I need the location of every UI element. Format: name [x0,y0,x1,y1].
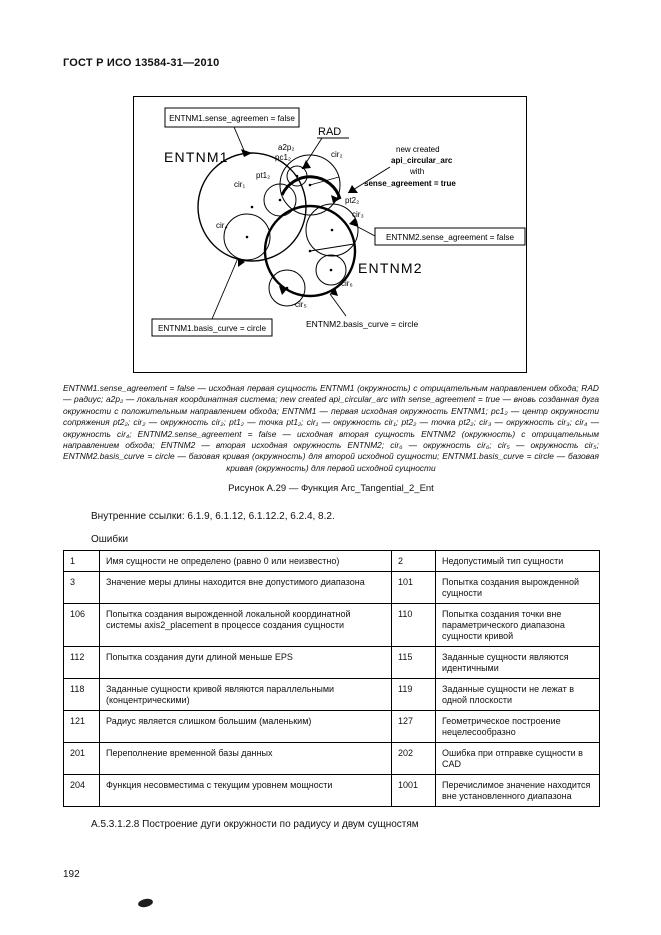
circle-entnm2 [263,204,357,298]
table-row: 1 Имя сущности не определено (равно 0 ил… [63,550,600,573]
error-code: 101 [391,571,436,605]
circle-cir2 [279,154,341,216]
error-code: 118 [63,678,100,712]
error-code: 2 [391,550,436,573]
label-box-entnm1-basis [151,318,273,337]
table-row: 121 Радиус является слишком большим (мал… [63,710,600,744]
arrowheads [238,149,358,296]
internal-references: Внутренние ссылки: 6.1.9, 6.1.12, 6.1.12… [91,511,335,523]
circle-cir4 [223,213,271,261]
error-description: Ошибка при отправке сущности в CAD [435,742,600,776]
error-description: Заданные сущности являются идентичными [435,646,600,680]
center-dots [245,174,334,290]
label-box-entnm2-sense [374,227,526,246]
table-row: 106 Попытка создания вырожденной локальн… [63,603,600,648]
tangential-arc-diagram: ENTNM1.sense_agreemen = false ENTNM2.sen… [151,107,526,337]
section-heading: А.5.3.1.2.8 Построение дуги окружности п… [91,819,419,831]
circle-cir3 [305,203,359,257]
table-row: 201 Переполнение временной базы данных 2… [63,742,600,776]
cir2-label: cir₂ [331,150,343,159]
doc-header: ГОСТ Р ИСО 13584-31—2010 [63,57,219,69]
entnm2-label: ENTNM2 [358,260,423,276]
errors-heading: Ошибки [91,534,129,546]
error-code: 106 [63,603,100,648]
error-description: Заданные сущности не лежат в одной плоск… [435,678,600,712]
error-description: Попытка создания вырожденной сущности [435,571,600,605]
error-code: 127 [391,710,436,744]
pt22-label: pt2₂ [345,196,359,205]
error-description: Радиус является слишком большим (маленьк… [99,710,392,744]
error-description: Попытка создания точки вне параметрическ… [435,603,600,648]
page-number: 192 [63,869,80,880]
scan-artifact [137,897,154,909]
error-table-body: 1 Имя сущности не определено (равно 0 ил… [63,550,600,808]
entnm1-basis-label: ENTNM1.basis_curve = circle [158,324,267,333]
rad-label: RAD [318,126,341,138]
label-box-entnm1-sense [164,107,300,128]
entnm2-basis-label: ENTNM2.basis_curve = circle [306,319,418,329]
error-code: 3 [63,571,100,605]
error-code: 110 [391,603,436,648]
entnm1-label: ENTNM1 [164,149,229,165]
error-description: Заданные сущности кривой являются паралл… [99,678,392,712]
error-code: 121 [63,710,100,744]
cir5-label: cir₅ [295,300,307,309]
pc12-label: pc1₂ [275,153,291,162]
figure-legend: ENTNM1.sense_agreement = false — исходна… [63,383,599,473]
table-row: 118 Заданные сущности кривой являются па… [63,678,600,712]
table-row: 3 Значение меры длины находится вне допу… [63,571,600,605]
circle-cir5 [268,269,306,307]
error-code: 204 [63,774,100,808]
error-description: Имя сущности не определено (равно 0 или … [99,550,392,573]
new-created-line1: new created [396,145,440,154]
error-description: Переполнение временной базы данных [99,742,392,776]
error-description: Функция несовместима с текущим уровнем м… [99,774,392,808]
doc-title: ГОСТ Р ИСО 13584-31—2010 [63,57,220,69]
error-table: 1 Имя сущности не определено (равно 0 ил… [63,550,600,808]
figure-caption: Рисунок А.29 — Функция Arc_Tangential_2_… [228,483,434,495]
pt12-label: pt1₂ [256,171,270,180]
entnm2-sense-label: ENTNM2.sense_agreement = false [386,233,515,242]
error-code: 202 [391,742,436,776]
content-column: ENTNM1.sense_agreement = false — исходна… [63,383,600,831]
cir1-label: cir₁ [234,180,245,189]
error-code: 1001 [391,774,436,808]
entnm1-sense-label: ENTNM1.sense_agreemen = false [169,114,295,123]
table-row: 204 Функция несовместима с текущим уровн… [63,774,600,808]
error-description: Геометрическое построение нецелесообразн… [435,710,600,744]
error-description: Недопустимый тип сущности [435,550,600,573]
error-code: 112 [63,646,100,680]
error-code: 201 [63,742,100,776]
figure-box: ENTNM1.sense_agreemen = false ENTNM2.sen… [133,96,527,373]
table-row: 112 Попытка создания дуги длиной меньше … [63,646,600,680]
cir6-label: cir₆ [341,279,353,288]
error-description: Значение меры длины находится вне допуст… [99,571,392,605]
new-created-line4: sense_agreement = true [364,179,456,188]
error-code: 1 [63,550,100,573]
new-created-line2: api_circular_arc [391,156,453,165]
cir4-label: cir₄ [216,221,228,230]
error-code: 119 [391,678,436,712]
error-description: Попытка создания дуги длиной меньше EPS [99,646,392,680]
cir3-label: cir₃ [352,210,364,219]
error-description: Перечислимое значение находится вне уста… [435,774,600,808]
circle-cir6 [315,254,347,286]
leader-lines [211,126,391,320]
created-arc [280,175,342,200]
new-created-line3: with [409,167,424,176]
error-code: 115 [391,646,436,680]
a2p2-label: a2p₂ [278,143,294,152]
error-description: Попытка создания вырожденной локальной к… [99,603,392,648]
